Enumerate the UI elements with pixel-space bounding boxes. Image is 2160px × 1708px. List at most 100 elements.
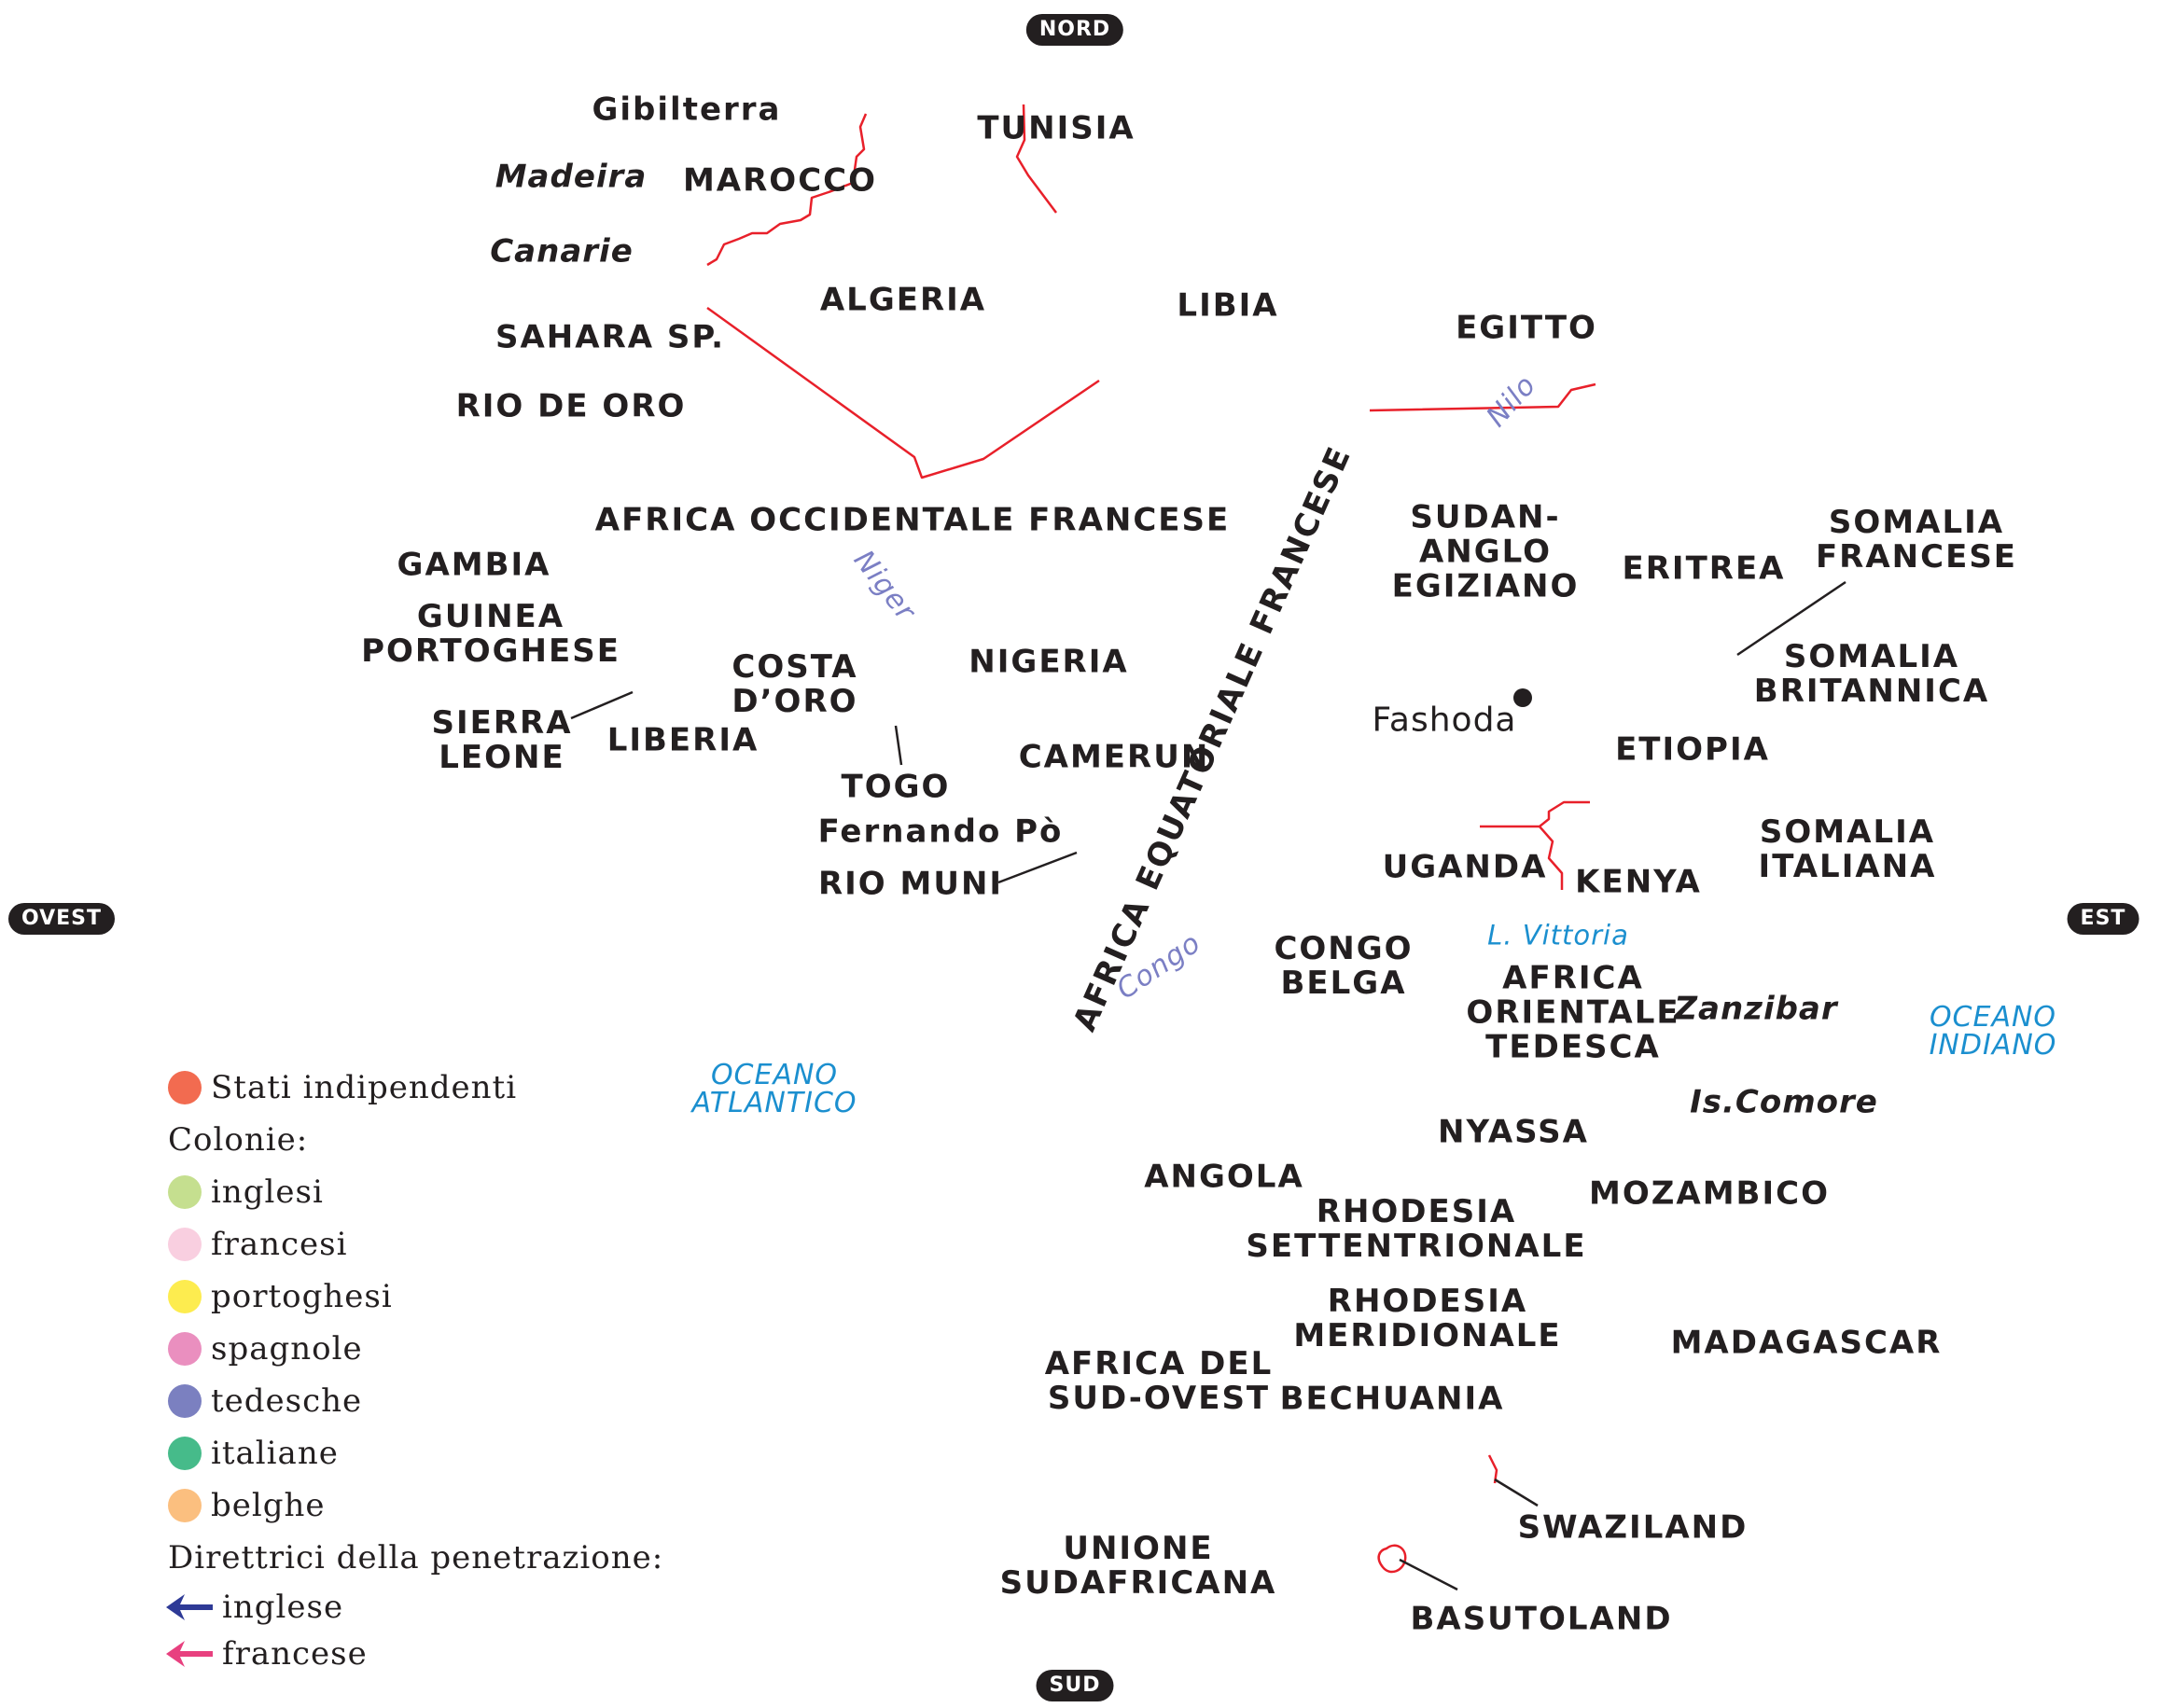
leader-sierra-leone [570, 690, 634, 720]
leader-rio-muni [997, 851, 1078, 884]
label-africa-orientale-tedesca: AFRICA ORIENTALE TEDESCA [1466, 959, 1680, 1066]
legend-item-francesi: francesi [168, 1218, 690, 1271]
label-nigeria: NIGERIA [969, 643, 1129, 681]
label-basutoland: BASUTOLAND [1410, 1600, 1673, 1638]
label-etiopia: ETIOPIA [1615, 730, 1770, 769]
compass-south: SUD [1036, 1670, 1114, 1701]
border-basutoland [1377, 1544, 1407, 1574]
label-uganda: UGANDA [1382, 848, 1548, 886]
label-gibilterra: Gibilterra [592, 90, 782, 129]
border-uganda-kenya [1480, 800, 1590, 890]
label-sahara-sp: SAHARA SP. [495, 318, 725, 356]
border-sahara [706, 306, 1100, 479]
compass-east: EST [2067, 903, 2139, 935]
legend-item-inglesi: inglesi [168, 1166, 690, 1218]
label-africa-del-sud-ovest: AFRICA DEL SUD-OVEST [1044, 1345, 1274, 1417]
label-angola: ANGOLA [1144, 1158, 1304, 1196]
label-sierra-leone: SIERRA LEONE [431, 704, 573, 776]
legend-label: inglesi [211, 1173, 324, 1211]
label-oceano-indiano: OCEANO INDIANO [1929, 1001, 2057, 1062]
legend-label: italiane [211, 1435, 339, 1472]
label-kenya: KENYA [1575, 863, 1702, 901]
legend-item-direttrice-inglese: inglese [166, 1584, 690, 1631]
label-fashoda: Fashoda [1372, 701, 1517, 740]
legend-swatch [168, 1228, 202, 1261]
legend-swatch [168, 1489, 202, 1522]
label-somalia-italiana: SOMALIA ITALIANA [1758, 813, 1937, 885]
border-egypt-sudan [1369, 382, 1596, 412]
legend-item-stati-indipendenti: Stati indipendenti [168, 1062, 690, 1114]
label-somalia-francese: SOMALIA FRANCESE [1815, 504, 2018, 576]
borders [706, 104, 1596, 1574]
label-camerun: CAMERUN [1018, 738, 1210, 776]
legend-item-tedesche: tedesche [168, 1375, 690, 1427]
legend-label: francesi [211, 1226, 348, 1263]
compass-west: OVEST [7, 903, 116, 935]
legend-swatch [168, 1332, 202, 1366]
label-zanzibar: Zanzibar [1674, 990, 1838, 1028]
leader-lines [570, 580, 1846, 1591]
leader-swaziland [1494, 1478, 1539, 1507]
legend-label: inglese [222, 1589, 344, 1626]
legend-item-spagnole: spagnole [168, 1323, 690, 1375]
arrow-left-icon [166, 1594, 213, 1620]
legend-swatch [168, 1071, 202, 1104]
label-rio-de-oro: RIO DE ORO [455, 387, 687, 425]
legend-label: spagnole [211, 1330, 363, 1368]
label-marocco: MAROCCO [682, 161, 878, 200]
label-nyassa: NYASSA [1438, 1113, 1589, 1151]
label-gambia: GAMBIA [397, 546, 551, 584]
label-mozambico: MOZAMBICO [1589, 1174, 1830, 1213]
label-algeria: ALGERIA [819, 281, 987, 319]
legend-swatch [168, 1280, 202, 1313]
label-is-comore: Is.Comore [1690, 1083, 1878, 1121]
legend-heading-colonie: Colonie: [168, 1121, 309, 1159]
label-oceano-atlantico: OCEANO ATLANTICO [691, 1059, 857, 1119]
leader-somalia-francese [1736, 580, 1846, 657]
label-costa-d-oro: COSTA D’ORO [732, 648, 858, 720]
label-madeira: Madeira [495, 158, 648, 196]
label-rhodesia-settentrionale: RHODESIA SETTENTRIONALE [1246, 1193, 1587, 1265]
legend-label: tedesche [211, 1382, 363, 1420]
label-eritrea: ERITREA [1622, 549, 1786, 588]
legend-item-belghe: belghe [168, 1479, 690, 1532]
legend-label: Stati indipendenti [211, 1069, 518, 1106]
legend-item-direttrice-francese: francese [166, 1631, 690, 1677]
legend-item-italiane: italiane [168, 1427, 690, 1479]
arrow-left-icon [166, 1641, 213, 1667]
label-somalia-britannica: SOMALIA BRITANNICA [1753, 638, 1990, 710]
legend-swatch [168, 1384, 202, 1418]
label-madagascar: MADAGASCAR [1670, 1324, 1943, 1362]
label-swaziland: SWAZILAND [1517, 1508, 1749, 1547]
label-libia: LIBIA [1177, 286, 1279, 325]
label-congo-belga: CONGO BELGA [1274, 930, 1414, 1002]
border-morocco-algeria [706, 113, 868, 267]
label-rhodesia-meridionale: RHODESIA MERIDIONALE [1293, 1283, 1562, 1354]
legend-heading-direttrici: Direttrici della penetrazione: [168, 1539, 664, 1576]
label-togo: TOGO [841, 768, 951, 806]
legend-label: portoghesi [211, 1278, 393, 1315]
legend-label: belghe [211, 1487, 326, 1524]
legend-swatch [168, 1175, 202, 1209]
label-unione-sudafricana: UNIONE SUDAFRICANA [999, 1530, 1277, 1602]
leader-basutoland [1399, 1558, 1458, 1591]
leader-togo [894, 725, 903, 766]
label-guinea-portoghese: GUINEA PORTOGHESE [361, 598, 620, 670]
label-bechuania: BECHUANIA [1279, 1380, 1505, 1418]
label-fernando-po: Fernando Pò [817, 812, 1064, 851]
fashoda-dot [1513, 688, 1532, 707]
label-egitto: EGITTO [1456, 309, 1597, 347]
compass-north: NORD [1025, 14, 1124, 46]
label-rio-muni: RIO MUNI [817, 865, 1004, 903]
label-sudan: SUDAN- ANGLO EGIZIANO [1391, 498, 1580, 605]
label-canarie: Canarie [490, 232, 634, 271]
label-africa-occidentale-francese: AFRICA OCCIDENTALE FRANCESE [594, 501, 1231, 539]
label-liberia: LIBERIA [606, 721, 759, 759]
legend: Stati indipendenti Colonie: inglesi fran… [166, 1062, 690, 1677]
legend-label: francese [222, 1635, 368, 1673]
legend-swatch [168, 1437, 202, 1470]
legend-item-portoghesi: portoghesi [168, 1271, 690, 1323]
border-tunisia [1015, 104, 1057, 214]
label-l-vittoria: L. Vittoria [1487, 919, 1629, 951]
